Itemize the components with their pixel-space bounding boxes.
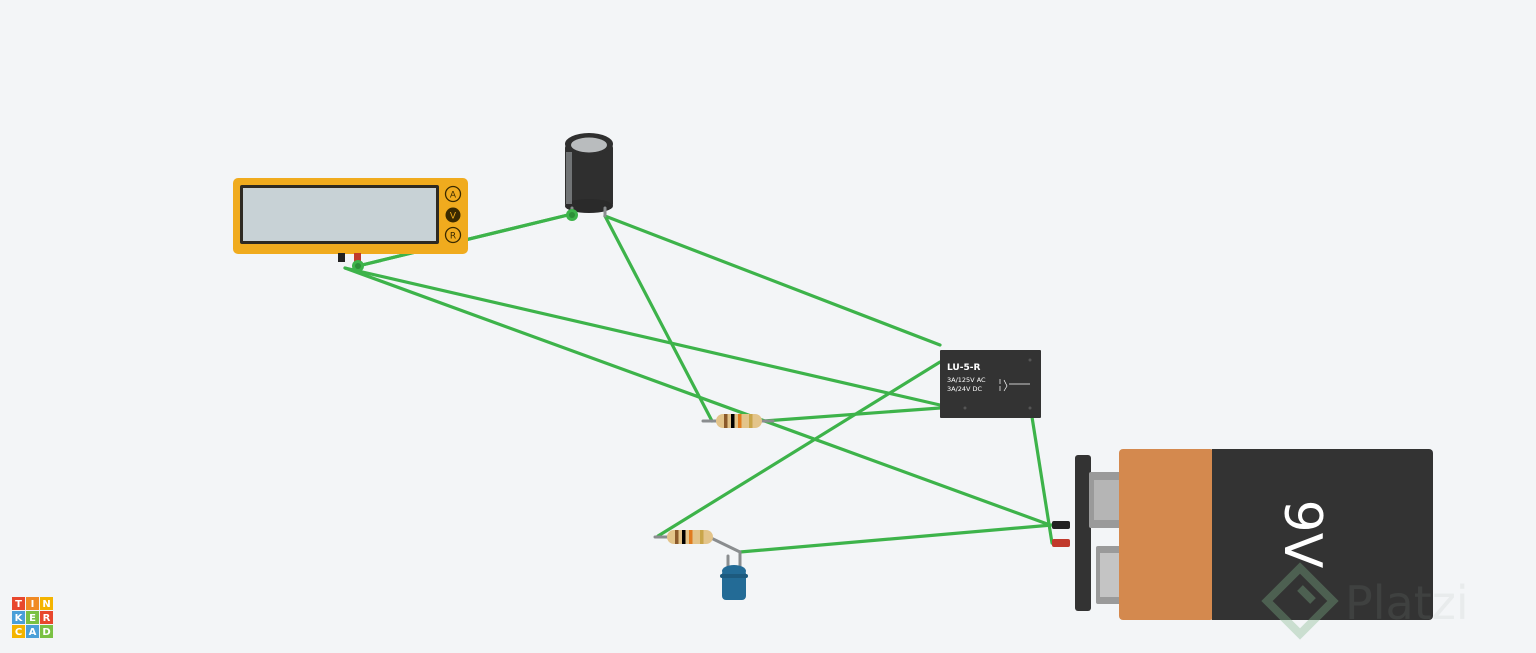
resistor2-band-1 — [675, 530, 679, 544]
logo-tile-c: C — [12, 625, 25, 638]
resistor2-band-3 — [689, 530, 693, 544]
wire-endpoint-core — [355, 263, 361, 269]
wire-led-battery[interactable] — [738, 523, 1054, 554]
capacitor-body — [565, 144, 613, 208]
battery-terminal-positive[interactable] — [1052, 539, 1070, 547]
relay-pin-2 — [1028, 406, 1032, 410]
logo-letter: R — [43, 613, 51, 624]
battery-9v[interactable]: 9V — [1052, 449, 1433, 620]
resistor1-band-4 — [749, 414, 753, 428]
resistor1-band-2 — [731, 414, 735, 428]
multimeter-mode-ammeter[interactable]: A — [444, 185, 462, 203]
battery-label: 9V — [1272, 500, 1332, 569]
wire-capacitor-relay[interactable] — [603, 214, 942, 347]
battery-snap-upper-inner — [1094, 480, 1121, 520]
logo-tile-n: N — [40, 597, 53, 610]
resistor-2[interactable] — [653, 530, 742, 554]
multimeter[interactable]: A V R — [233, 178, 468, 272]
logo-tile-t: T — [12, 597, 25, 610]
wire-capacitor-resistor1[interactable] — [603, 214, 714, 423]
multimeter-mode-voltmeter[interactable]: V — [445, 207, 461, 223]
relay-pin-3 — [963, 406, 967, 410]
resistor2-band-4 — [700, 530, 704, 544]
logo-letter: I — [31, 599, 35, 610]
logo-tile-i: I — [26, 597, 39, 610]
logo-letter: D — [42, 627, 50, 638]
multimeter-mode-ohmmeter[interactable]: R — [444, 226, 462, 244]
platzi-logo-icon — [1261, 562, 1339, 640]
logo-tile-a: A — [26, 625, 39, 638]
relay-schematic-icon — [999, 379, 1030, 392]
battery-copper-end — [1119, 449, 1214, 620]
capacitor[interactable] — [565, 133, 613, 221]
wire-relay-battery[interactable] — [1030, 415, 1054, 545]
wire-endpoint-capacitor-core — [569, 212, 575, 218]
resistor2-band-2 — [682, 530, 686, 544]
logo-tile-d: D — [40, 625, 53, 638]
logo-letter: K — [15, 613, 24, 624]
capacitor-top — [571, 137, 607, 153]
battery-terminal-plate — [1075, 455, 1091, 611]
relay-body — [940, 350, 1041, 418]
resistor1-band-1 — [724, 414, 728, 428]
logo-tile-k: K — [12, 611, 25, 624]
resistor-1[interactable] — [701, 414, 775, 428]
capacitor-polarity-stripe — [566, 152, 572, 204]
mode-label-a: A — [450, 191, 457, 201]
logo-tile-e: E — [26, 611, 39, 624]
led[interactable] — [720, 550, 748, 600]
multimeter-terminal-positive[interactable] — [354, 253, 361, 262]
watermark-text: Platzi — [1345, 576, 1469, 630]
relay-pin-1 — [1028, 358, 1032, 362]
multimeter-display — [243, 188, 436, 241]
mode-label-v: V — [450, 212, 457, 222]
logo-letter: C — [15, 627, 22, 638]
mode-label-r: R — [450, 232, 456, 242]
logo-letter: E — [29, 613, 36, 624]
resistor1-band-3 — [738, 414, 742, 428]
capacitor-bottom — [565, 199, 613, 213]
relay-rating-dc: 3A/24V DC — [947, 385, 983, 393]
relay[interactable]: LU-5-R 3A/125V AC 3A/24V DC — [940, 350, 1041, 418]
battery-terminal-negative[interactable] — [1052, 521, 1070, 529]
platzi-watermark: Platzi — [1261, 562, 1469, 640]
wire-resistor2-relay[interactable] — [656, 360, 942, 538]
relay-model: LU-5-R — [947, 363, 980, 373]
led-flange — [720, 574, 748, 578]
wires — [343, 212, 1054, 554]
wire-multimeter-relay[interactable] — [343, 266, 942, 407]
logo-letter: A — [29, 627, 37, 638]
battery-snap-lower-inner — [1100, 553, 1123, 597]
battery-body — [1212, 449, 1433, 620]
logo-tile-r: R — [40, 611, 53, 624]
multimeter-terminal-com[interactable] — [338, 253, 345, 262]
resistor2-lead-right — [707, 535, 742, 554]
logo-letter: T — [15, 599, 22, 610]
logo-letter: N — [42, 599, 50, 610]
relay-rating-ac: 3A/125V AC — [947, 376, 986, 384]
battery-seam — [1212, 449, 1218, 620]
